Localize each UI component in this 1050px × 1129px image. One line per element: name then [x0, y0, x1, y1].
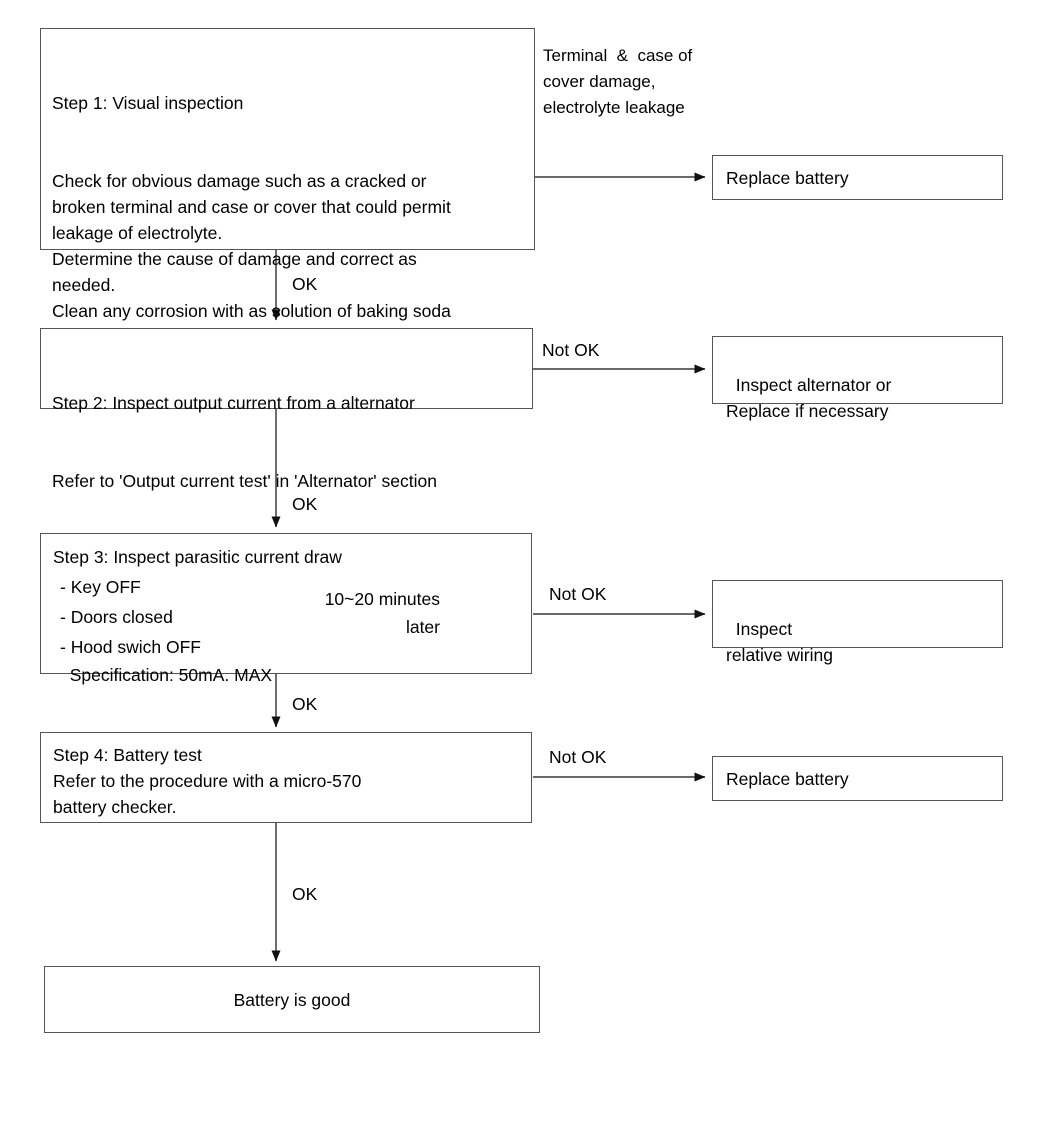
final-outcome-label: Battery is good — [233, 989, 351, 1010]
outcome-3-label: Inspect relative wiring — [726, 619, 833, 665]
step-3-bullet-1: - Key OFF — [60, 577, 141, 597]
ok-label-step1-step2: OK — [292, 274, 318, 294]
not-ok-label-step2: Not OK — [542, 340, 600, 360]
step-3-bullet-3: - Hood swich OFF — [60, 637, 201, 657]
step-3-bracket-note: 10~20 minutes later — [324, 589, 440, 637]
outcome-4-label: Replace battery — [726, 768, 849, 789]
final-outcome-box[interactable]: Battery is good — [44, 966, 540, 1033]
outcome-3-box[interactable]: Inspect relative wiring — [712, 580, 1003, 665]
not-ok-label-step3: Not OK — [549, 584, 607, 604]
outcome-1-label: Replace battery — [726, 167, 849, 188]
outcome-2-box[interactable]: Inspect alternator or Replace if necessa… — [712, 336, 1003, 421]
step-1-branch-condition-label: Terminal & case of cover damage, electro… — [543, 46, 693, 117]
step-2-title: Step 2: Inspect output current from a al… — [52, 393, 415, 413]
step-4-box[interactable]: Step 4: Battery test Refer to the proced… — [40, 732, 532, 823]
ok-label-step4-final: OK — [292, 884, 318, 904]
step-1-body: Check for obvious damage such as a crack… — [52, 171, 451, 347]
step-3-title: Step 3: Inspect parasitic current draw — [53, 547, 342, 567]
step-1-box[interactable]: Step 1: Visual inspection Check for obvi… — [40, 28, 535, 347]
outcome-4-box[interactable]: Replace battery — [712, 756, 1003, 801]
step-3-box[interactable]: Step 3: Inspect parasitic current draw -… — [40, 533, 532, 685]
ok-label-step3-step4: OK — [292, 694, 318, 714]
step-4-title: Step 4: Battery test — [53, 745, 202, 765]
outcome-2-label: Inspect alternator or Replace if necessa… — [726, 375, 892, 421]
step-2-box[interactable]: Step 2: Inspect output current from a al… — [40, 328, 533, 491]
ok-label-step2-step3: OK — [292, 494, 318, 514]
step-3-specification: Specification: 50mA. MAX — [60, 665, 273, 685]
step-1-title: Step 1: Visual inspection — [52, 93, 244, 113]
outcome-1-box[interactable]: Replace battery — [712, 155, 1003, 200]
step-2-body: Refer to 'Output current test' in 'Alter… — [52, 471, 437, 491]
step-4-body: Refer to the procedure with a micro-570 … — [53, 771, 362, 817]
not-ok-label-step4: Not OK — [549, 747, 607, 767]
step-3-bullet-2: - Doors closed — [60, 607, 173, 627]
